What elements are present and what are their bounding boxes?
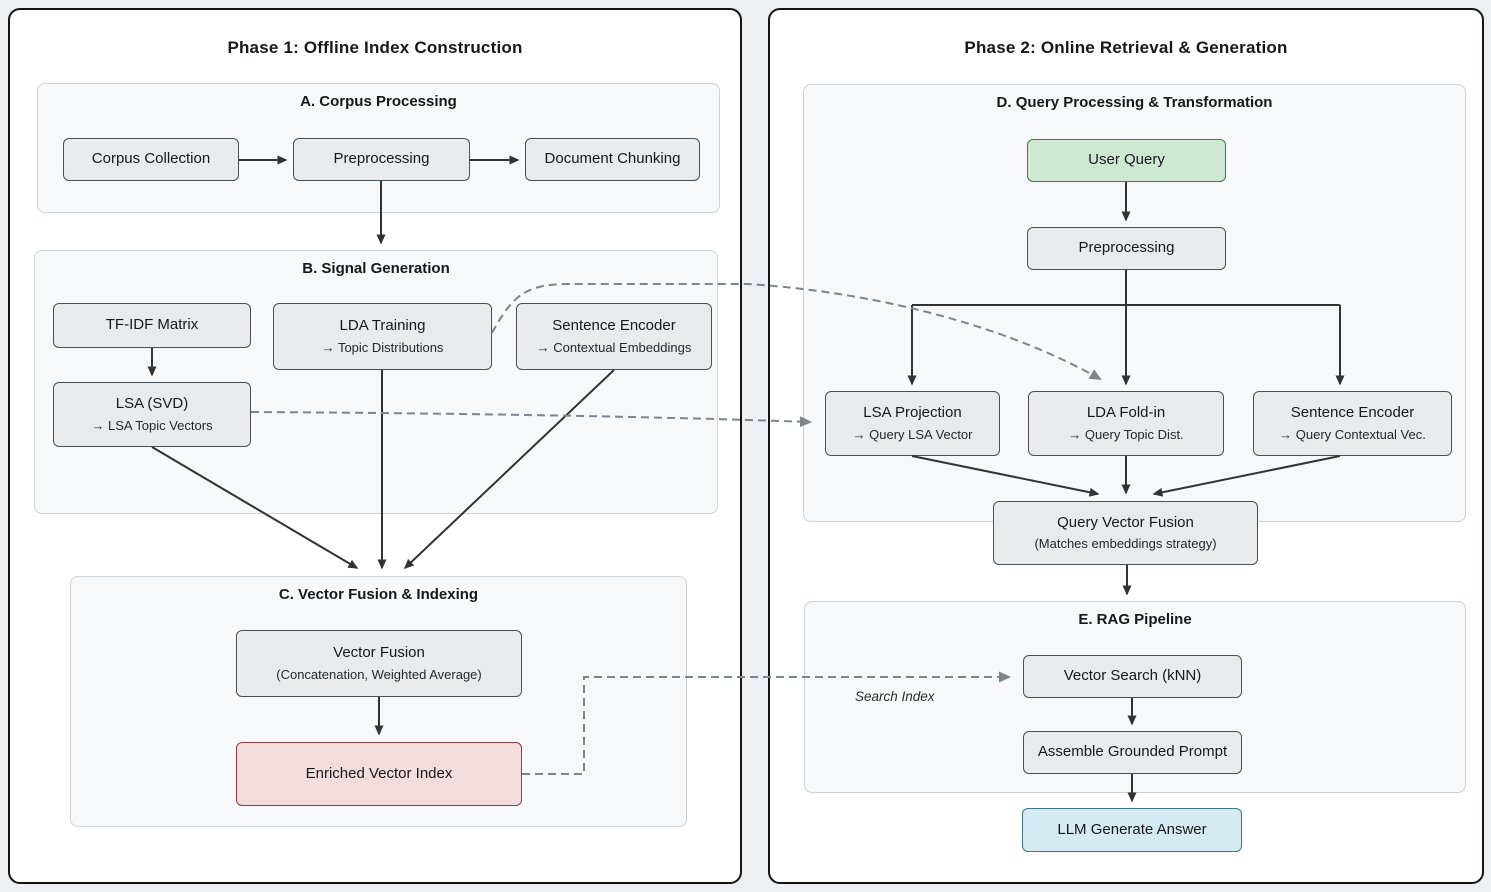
node-llm-generate-answer: LLM Generate Answer — [1022, 808, 1242, 852]
node-sentence-encoder-offline: Sentence Encoder → Contextual Embeddings — [516, 303, 712, 370]
node-lda-foldin: LDA Fold-in → Query Topic Dist. — [1028, 391, 1224, 456]
group-rag-pipeline-title: E. RAG Pipeline — [1078, 611, 1192, 628]
node-label: LSA Projection — [863, 404, 962, 422]
node-sublabel: → Contextual Embeddings — [536, 339, 692, 355]
node-label: Assemble Grounded Prompt — [1037, 743, 1228, 761]
node-sublabel: (Matches embeddings strategy) — [1034, 536, 1217, 552]
node-label: Document Chunking — [544, 150, 681, 168]
phase2-title: Phase 2: Online Retrieval & Generation — [964, 38, 1288, 57]
node-query-vector-fusion: Query Vector Fusion (Matches embeddings … — [993, 501, 1258, 565]
node-preprocessing-offline: Preprocessing — [293, 138, 470, 181]
node-label: Sentence Encoder — [552, 317, 676, 335]
node-vector-fusion: Vector Fusion (Concatenation, Weighted A… — [236, 630, 522, 697]
node-sublabel: → Query Topic Dist. — [1068, 426, 1184, 442]
node-vector-search-knn: Vector Search (kNN) — [1023, 655, 1242, 698]
node-label: Query Vector Fusion — [1057, 513, 1194, 531]
group-vector-fusion-indexing-title: C. Vector Fusion & Indexing — [278, 586, 479, 603]
node-label: Sentence Encoder — [1290, 404, 1415, 422]
node-label: LDA Training — [339, 317, 426, 335]
edge-label-search-index: Search Index — [855, 689, 935, 704]
node-sublabel: (Concatenation, Weighted Average) — [276, 666, 482, 682]
node-tfidf-matrix: TF-IDF Matrix — [53, 303, 251, 348]
node-sublabel: → Topic Distributions — [321, 339, 444, 355]
phase1-title: Phase 1: Offline Index Construction — [227, 38, 523, 57]
node-lda-training: LDA Training → Topic Distributions — [273, 303, 492, 370]
node-enriched-vector-index: Enriched Vector Index — [236, 742, 522, 806]
node-sublabel: → Query Contextual Vec. — [1279, 426, 1426, 442]
node-lsa-projection: LSA Projection → Query LSA Vector — [825, 391, 1000, 456]
group-signal-generation-title: B. Signal Generation — [302, 260, 450, 277]
node-sentence-encoder-online: Sentence Encoder → Query Contextual Vec. — [1253, 391, 1452, 456]
group-corpus-processing-title: A. Corpus Processing — [300, 93, 457, 110]
node-lsa-svd: LSA (SVD) → LSA Topic Vectors — [53, 382, 251, 447]
group-query-processing-title: D. Query Processing & Transformation — [996, 94, 1273, 111]
node-label: LDA Fold-in — [1086, 404, 1166, 422]
node-preprocessing-online: Preprocessing — [1027, 227, 1226, 270]
node-assemble-grounded-prompt: Assemble Grounded Prompt — [1023, 731, 1242, 774]
node-label: Corpus Collection — [91, 150, 211, 168]
node-sublabel: → Query LSA Vector — [852, 426, 973, 442]
node-corpus-collection: Corpus Collection — [63, 138, 239, 181]
node-label: User Query — [1088, 151, 1165, 169]
node-label: Preprocessing — [1078, 239, 1175, 257]
node-label: Vector Fusion — [333, 644, 425, 662]
node-sublabel: → LSA Topic Vectors — [91, 417, 213, 433]
node-label: Vector Search (kNN) — [1063, 667, 1202, 685]
node-label: LSA (SVD) — [115, 395, 189, 413]
node-label: Preprocessing — [333, 150, 430, 168]
node-user-query: User Query — [1027, 139, 1226, 182]
node-label: LLM Generate Answer — [1057, 820, 1207, 838]
node-label: TF-IDF Matrix — [105, 316, 199, 334]
node-document-chunking: Document Chunking — [525, 138, 700, 181]
node-label: Enriched Vector Index — [305, 764, 453, 782]
